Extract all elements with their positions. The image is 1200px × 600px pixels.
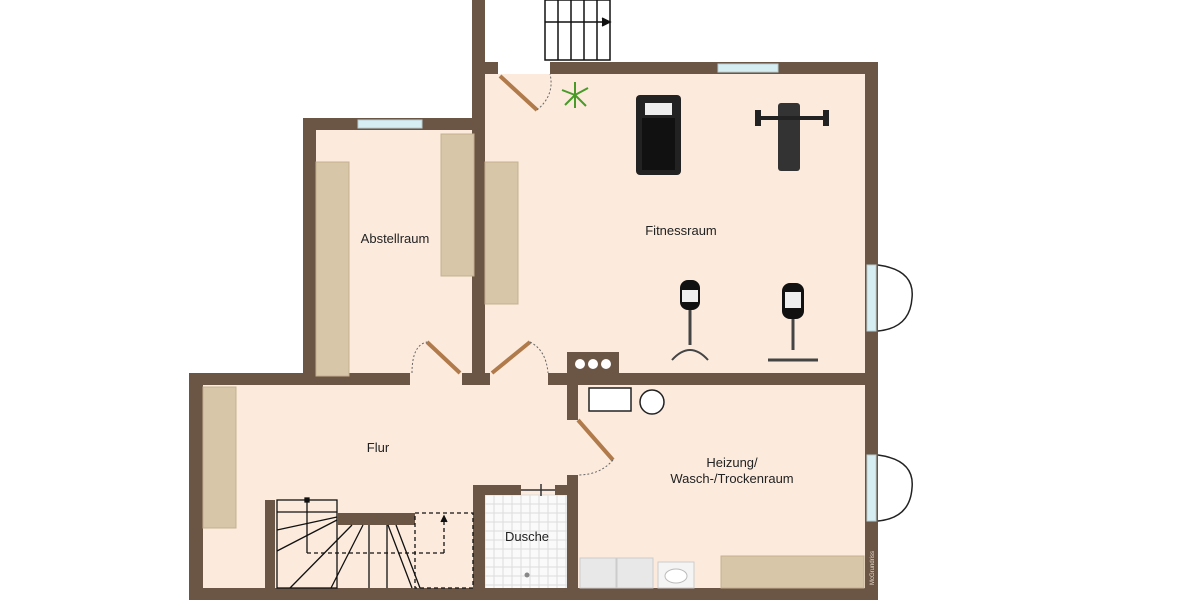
window-heizung-right — [866, 454, 877, 522]
exercise-bike-icon — [768, 283, 818, 362]
window-fitness-top — [717, 63, 779, 73]
room-label-heizung-line2: Wasch-/Trockenraum — [670, 471, 793, 486]
room-label-flur: Flur — [367, 440, 390, 455]
exercise-bike-icon — [671, 280, 709, 361]
window-abstellraum — [357, 119, 423, 129]
shower-floor — [484, 494, 567, 588]
windows — [357, 63, 877, 522]
window-fitness-right — [866, 264, 877, 332]
room-label-dusche: Dusche — [505, 529, 549, 544]
plant-icon — [561, 82, 589, 108]
dryer-icon — [616, 557, 654, 589]
room-label-abstellraum: Abstellraum — [361, 231, 430, 246]
walls — [189, 0, 878, 600]
drain-icon — [524, 572, 530, 578]
utilities — [567, 352, 695, 589]
watermark: McGrundriss — [870, 551, 876, 585]
bay-window-arcs — [877, 264, 913, 522]
washer-icon — [579, 557, 617, 589]
weight-bench-icon — [755, 103, 829, 171]
outdoor-stairs — [544, 0, 612, 61]
indoor-stairs — [276, 497, 474, 589]
treadmill-icon — [636, 95, 681, 175]
doors — [411, 73, 615, 496]
boiler-icon — [639, 389, 665, 415]
room-label-heizung-line1: Heizung/ — [706, 455, 758, 470]
tank-icon — [588, 387, 632, 412]
fitness-equipment — [561, 82, 829, 362]
shelves — [202, 133, 865, 589]
room-label-fitnessraum: Fitnessraum — [645, 223, 717, 238]
